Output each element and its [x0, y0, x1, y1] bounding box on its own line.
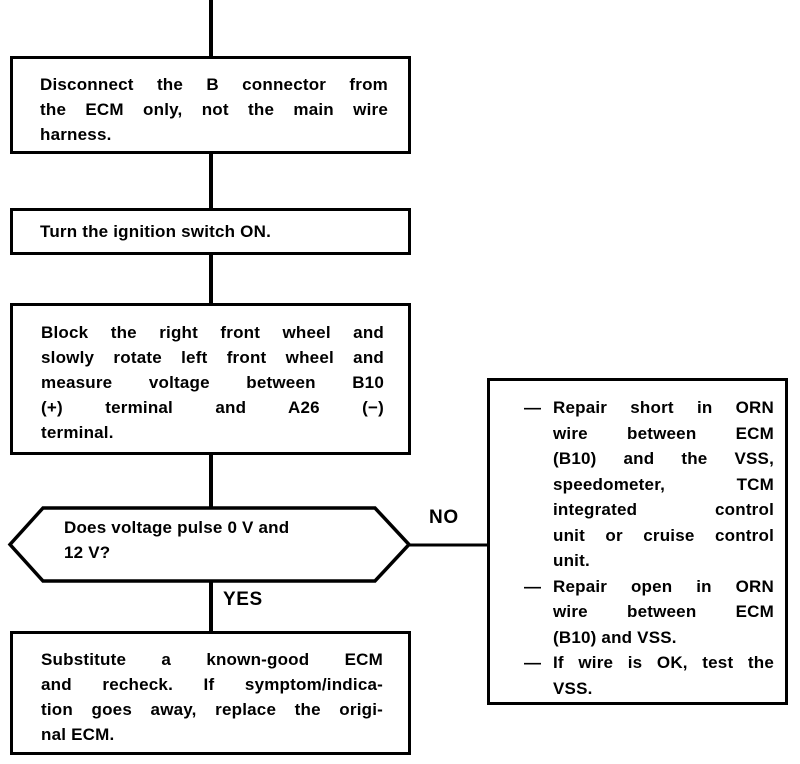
bullet-text-line: integrated control: [553, 500, 774, 519]
step-text-line: harness.: [40, 125, 112, 144]
bullet-text-line: speedometer, TCM: [553, 474, 774, 494]
step-text-line: the ECM only, not the main wire: [40, 100, 388, 119]
step-text-line: (+) terminal and A26 (−): [41, 398, 384, 417]
bullet-text-line: VSS.: [553, 678, 593, 698]
bullet-text: Repair open in ORN wire between ECM (B10…: [553, 574, 774, 651]
step-text-line: Turn the ignition switch ON.: [40, 222, 271, 241]
bullet-text-line: wire between ECM: [553, 602, 774, 621]
step-text-line: and recheck. If symptom/indica-: [41, 675, 383, 694]
bullet-text-line: unit.: [553, 551, 590, 570]
step-text-line: measure voltage between B10: [41, 373, 384, 392]
repair-bullet-test-vss: — If wire is OK, test the VSS.: [524, 650, 774, 701]
step-text-line: Disconnect the B connector from: [40, 75, 388, 94]
bullet-dash: —: [524, 653, 542, 672]
step-text-line: terminal.: [41, 423, 114, 442]
decision-voltage-pulse-text: Does voltage pulse 0 V and 12 V?: [64, 515, 394, 565]
result-repair-actions: — Repair short in ORN wire between ECM (…: [487, 378, 788, 705]
bullet-dash: —: [524, 576, 542, 596]
decision-text-line: 12 V?: [64, 543, 111, 562]
branch-label-yes: YES: [223, 589, 263, 610]
bullet-text-line: (B10) and the VSS,: [553, 449, 774, 468]
step-block-wheel-measure-voltage: Block the right front wheel and slowly r…: [10, 303, 411, 455]
decision-text-line: Does voltage pulse 0 V and: [64, 518, 290, 537]
bullet-dash: —: [524, 398, 542, 417]
repair-bullet-short: — Repair short in ORN wire between ECM (…: [524, 395, 774, 574]
branch-label-no: NO: [429, 507, 459, 528]
bullet-text-line: wire between ECM: [553, 423, 774, 443]
step-text-line: nal ECM.: [41, 725, 115, 744]
step-substitute-ecm: Substitute a known-good ECM and recheck.…: [10, 631, 411, 755]
step-ignition-switch-on: Turn the ignition switch ON.: [10, 208, 411, 255]
bullet-text-line: unit or cruise control: [553, 525, 774, 545]
bullet-text-line: Repair open in ORN: [553, 576, 774, 596]
step-disconnect-b-connector: Disconnect the B connector from the ECM …: [10, 56, 411, 154]
decision-hexagon: [7, 506, 412, 583]
bullet-text-line: Repair short in ORN: [553, 398, 774, 417]
bullet-text: Repair short in ORN wire between ECM (B1…: [553, 395, 774, 574]
bullet-text-line: (B10) and VSS.: [553, 627, 677, 647]
bullet-text-line: If wire is OK, test the: [553, 653, 774, 672]
step-text-line: slowly rotate left front wheel and: [41, 348, 384, 367]
repair-bullet-open: — Repair open in ORN wire between ECM (B…: [524, 574, 774, 651]
step-text-line: tion goes away, replace the origi-: [41, 700, 383, 719]
step-text-line: Substitute a known-good ECM: [41, 650, 383, 669]
bullet-text: If wire is OK, test the VSS.: [553, 650, 774, 701]
step-text-line: Block the right front wheel and: [41, 323, 384, 342]
